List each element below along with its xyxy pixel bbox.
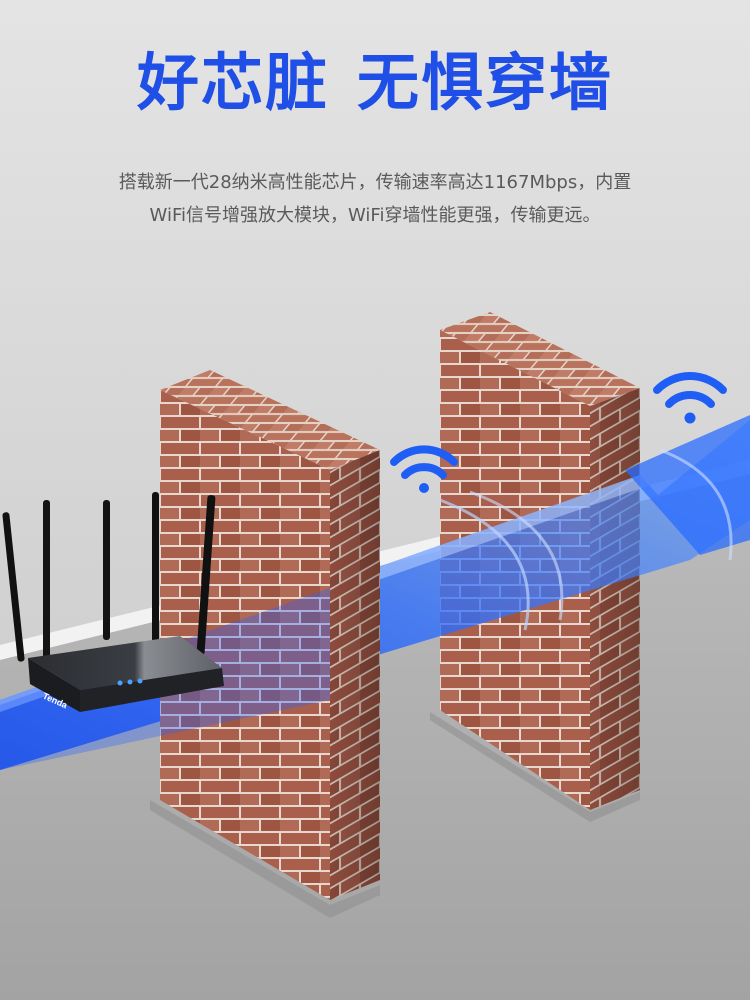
headline: 好芯脏无惧穿墙 <box>0 52 750 114</box>
antenna <box>103 500 110 640</box>
antenna <box>2 512 25 662</box>
wifi-icon <box>653 372 727 424</box>
antenna <box>43 500 50 660</box>
description-line-2: WiFi信号增强放大模块，WiFi穿墙性能更强，传输更远。 <box>149 205 601 226</box>
feature-description: 搭载新一代28纳米高性能芯片，传输速率高达1167Mbps，内置 WiFi信号增… <box>40 166 710 232</box>
brick-wall-front <box>150 370 380 918</box>
headline-part-1: 好芯脏 <box>136 46 329 119</box>
antenna <box>196 495 216 655</box>
status-led <box>127 679 133 685</box>
status-led <box>117 680 123 686</box>
antenna <box>152 492 159 642</box>
headline-part-2: 无惧穿墙 <box>357 46 614 119</box>
wifi-icon <box>390 445 458 493</box>
description-line-1: 搭载新一代28纳米高性能芯片，传输速率高达1167Mbps，内置 <box>118 172 632 193</box>
status-led <box>137 678 143 684</box>
router: Tenda <box>2 492 224 712</box>
